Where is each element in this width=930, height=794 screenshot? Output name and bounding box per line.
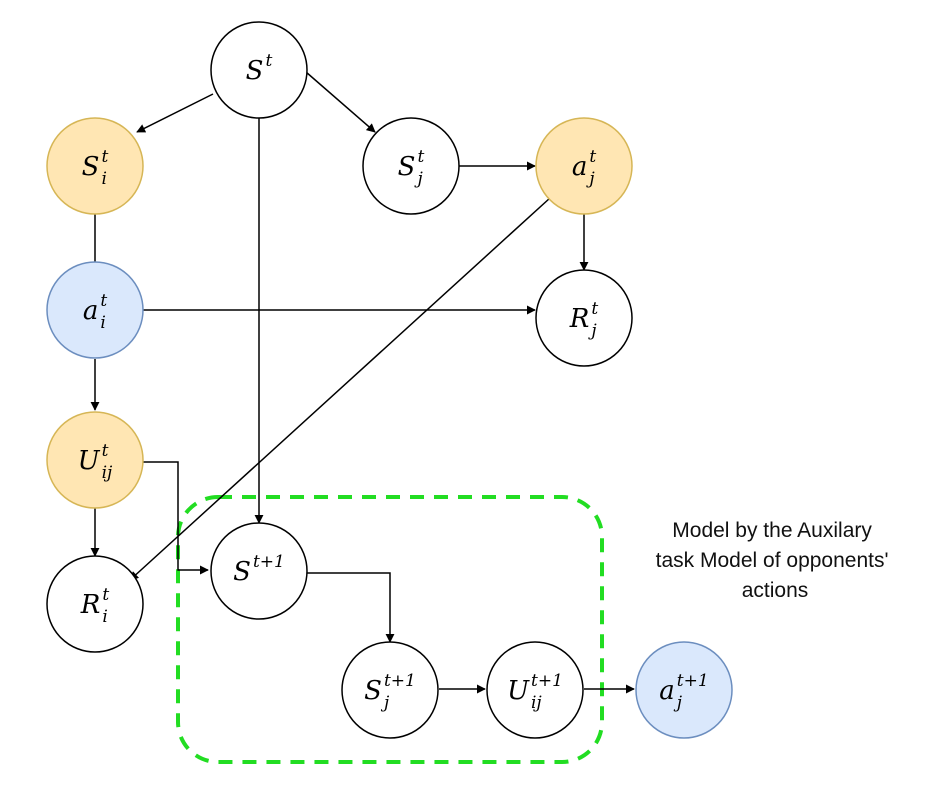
node-circle (535, 117, 633, 215)
auxiliary-model-group-box (176, 495, 604, 764)
node-circle (210, 522, 308, 620)
node-circle (210, 21, 308, 119)
edge-St-to-Sit (136, 93, 214, 133)
group-annotation: Model by the Auxilary task Model of oppo… (656, 519, 895, 602)
node-circle (362, 117, 460, 215)
node-circle (486, 641, 584, 739)
node-circle (341, 641, 439, 739)
annotation-line-2: task Model of opponents' (656, 549, 889, 572)
edge-ajt-to-Rit (129, 197, 551, 581)
edge-St1-to-Sjt1 (307, 572, 395, 643)
edge-St-to-Sjt (305, 71, 376, 133)
annotation-line-1: Model by the Auxilary (672, 519, 872, 542)
annotation-line-3: actions (742, 579, 809, 602)
edge-Uijt-to-St1 (143, 461, 209, 575)
node-circle (46, 411, 144, 509)
node-circle (46, 261, 144, 359)
node-circle (46, 117, 144, 215)
node-circle (635, 641, 733, 739)
node-circle (535, 269, 633, 367)
node-circle (46, 555, 144, 653)
edges (90, 71, 635, 694)
